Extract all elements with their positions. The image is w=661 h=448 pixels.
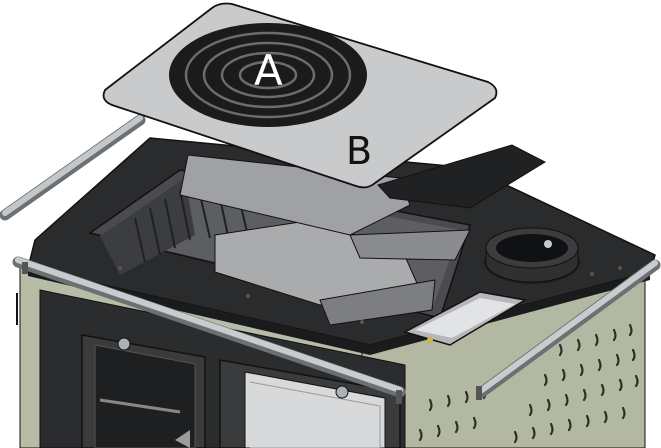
burner-rings (184, 31, 352, 119)
hotplate-icon (102, 2, 498, 189)
front-doors (39, 289, 406, 448)
flue-collar-icon (484, 227, 580, 284)
cooktop-screws (118, 266, 622, 324)
towel-rails (0, 114, 661, 404)
side-vents (418, 323, 639, 444)
